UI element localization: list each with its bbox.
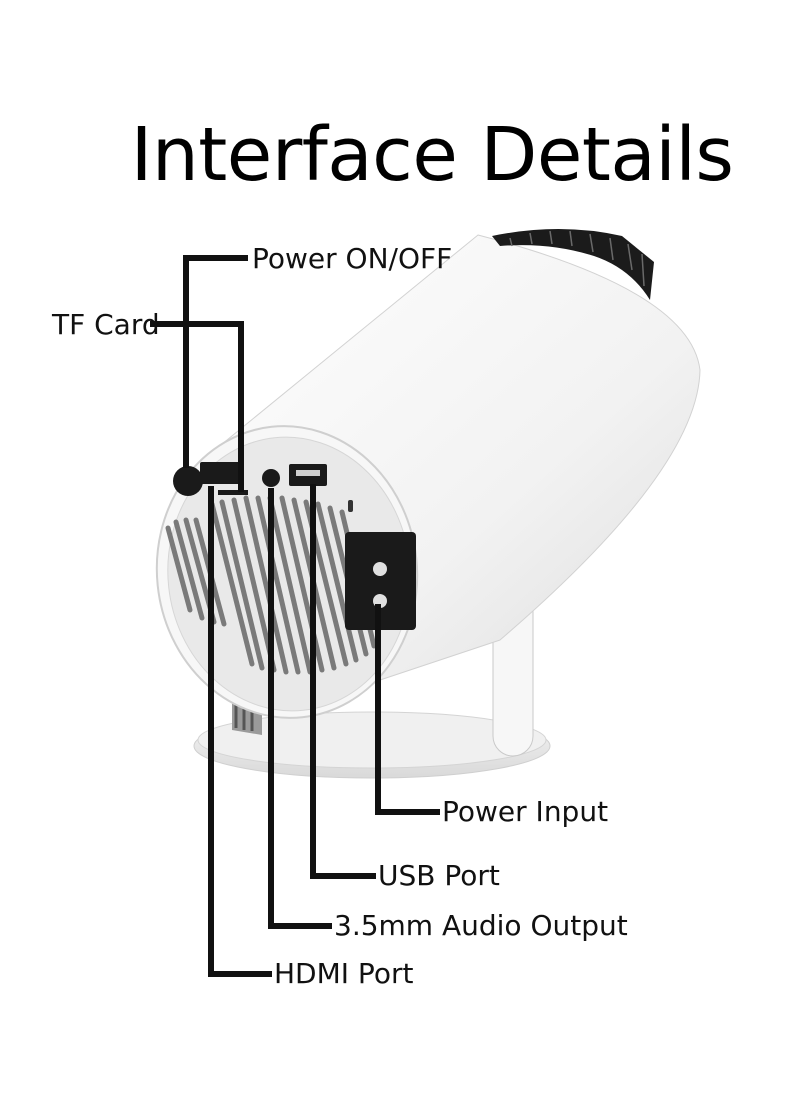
leader-lines [150, 255, 440, 977]
leader-tf-card [150, 321, 244, 492]
label-hdmi-port: HDMI Port [274, 957, 414, 990]
leader-hdmi-port [208, 486, 272, 977]
leader-audio-output [268, 488, 332, 929]
page-title: Interface Details [130, 112, 734, 198]
power-button [173, 466, 203, 496]
leader-power-input [375, 604, 440, 815]
label-audio-output: 3.5mm Audio Output [334, 909, 628, 942]
label-power-switch: Power ON/OFF [252, 242, 453, 275]
power-input-socket [345, 532, 416, 630]
label-usb-port: USB Port [378, 859, 500, 892]
leader-usb-port [310, 484, 376, 879]
label-power-input: Power Input [442, 795, 609, 828]
label-tf-card: TF Card [52, 308, 160, 341]
leader-power-switch [183, 255, 248, 468]
audio-jack [262, 469, 280, 487]
stand-base [193, 711, 551, 779]
hdmi-socket [200, 462, 242, 484]
tf-card-slot [218, 490, 248, 495]
